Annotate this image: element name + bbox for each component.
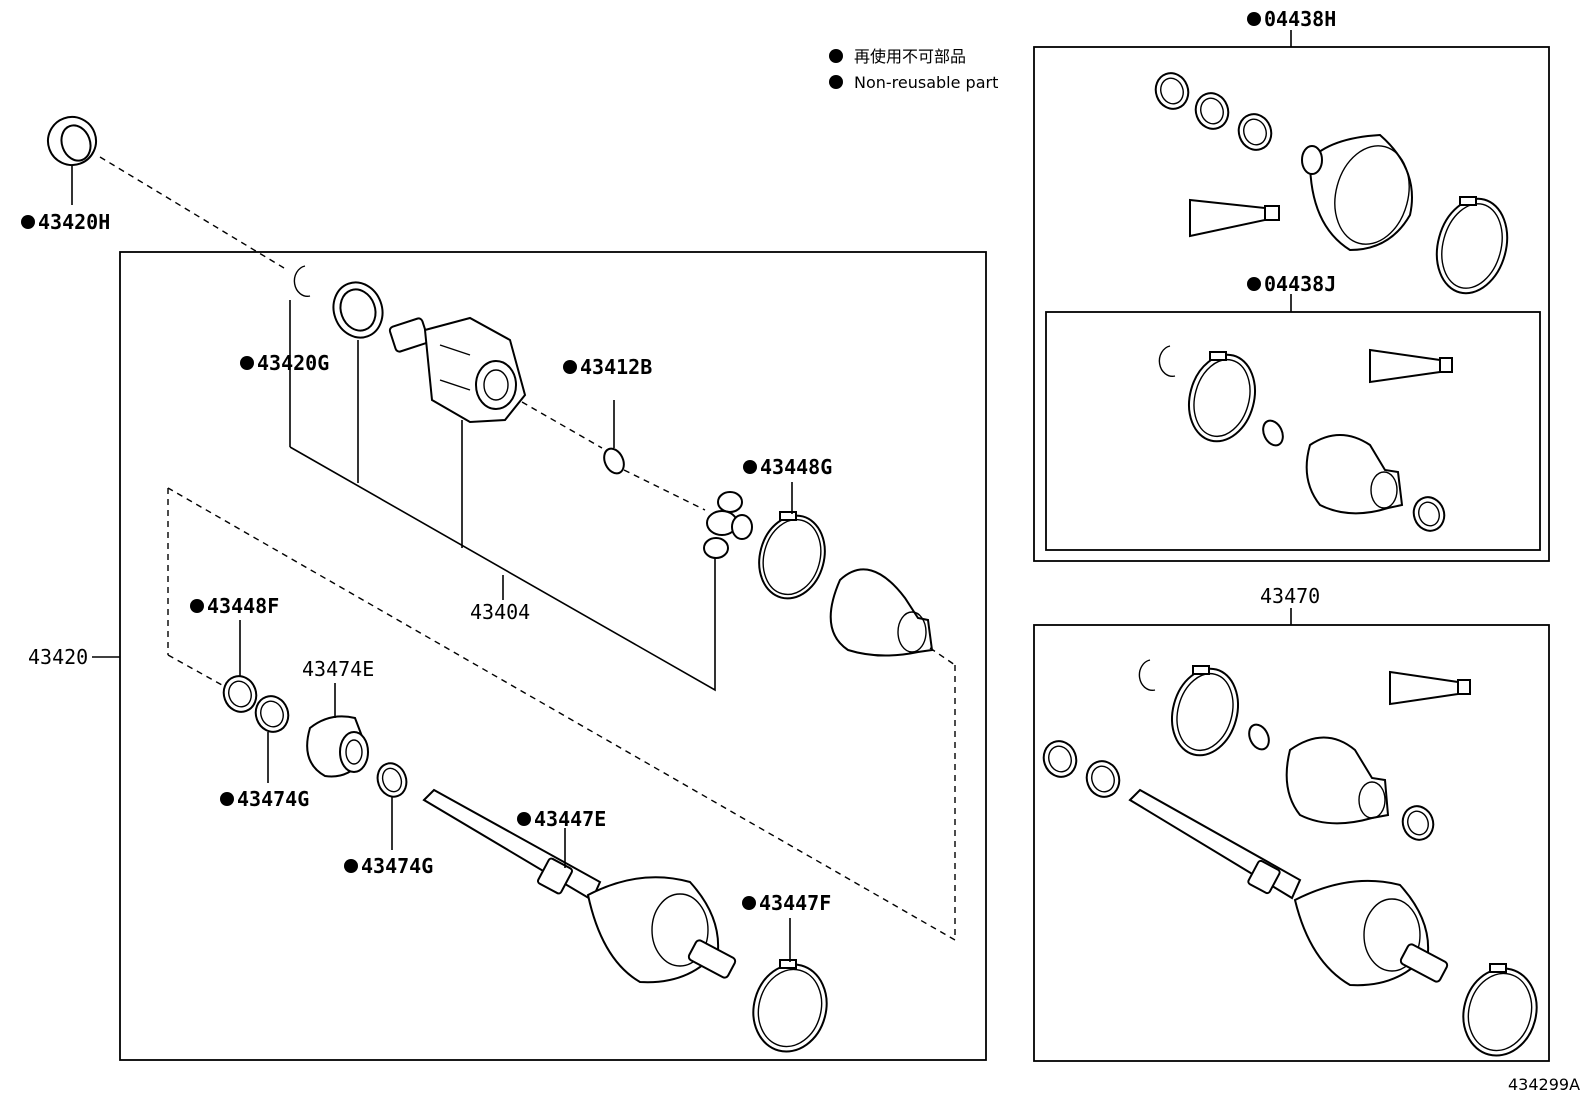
label-43420: 43420 — [28, 645, 88, 669]
filled-circle-icon — [21, 215, 35, 229]
filled-circle-icon — [742, 896, 756, 910]
part-43474G-b: 43474G — [344, 762, 433, 878]
label-04438J: 04438J — [1264, 272, 1336, 296]
label-43474E: 43474E — [302, 657, 374, 681]
label-43420G: 43420G — [257, 351, 329, 375]
drive-shaft-outboard-joint: 43447E — [422, 788, 737, 984]
label-43448G: 43448G — [760, 455, 832, 479]
part-43474G-a: 43474G — [220, 695, 309, 811]
inboard-joint-housing — [388, 316, 603, 548]
label-43474G-b: 43474G — [361, 854, 433, 878]
filled-circle-icon — [240, 356, 254, 370]
label-43412B: 43412B — [580, 355, 652, 379]
legend-jp: 再使用不可部品 — [854, 47, 966, 66]
figure-reference: 434299A — [1508, 1075, 1580, 1094]
part-43447F: 43447F — [742, 891, 831, 1053]
filled-circle-icon — [743, 460, 757, 474]
kit-04438J: 04438J — [1045, 272, 1541, 551]
part-43448F: 43448F — [190, 594, 279, 713]
label-43448F: 43448F — [207, 594, 279, 618]
part-43420: 43420 — [28, 645, 120, 669]
label-04438H: 04438H — [1264, 7, 1336, 31]
kit-04438H: 04438H — [1033, 7, 1550, 562]
label-43447E: 43447E — [534, 807, 606, 831]
tripod-joint — [703, 491, 753, 559]
filled-circle-icon — [220, 792, 234, 806]
label-43447F: 43447F — [759, 891, 831, 915]
legend-en: Non-reusable part — [854, 73, 998, 92]
part-43448G: 43448G — [743, 455, 832, 600]
part-43474E: 43474E — [302, 657, 374, 778]
part-43404-leader: 43404 — [289, 446, 716, 692]
label-43474G-a: 43474G — [237, 787, 309, 811]
label-43470: 43470 — [1260, 584, 1320, 608]
filled-circle-icon — [517, 812, 531, 826]
filled-circle-icon — [344, 859, 358, 873]
filled-circle-icon — [190, 599, 204, 613]
inboard-boot — [167, 487, 956, 941]
legend: 再使用不可部品 Non-reusable part — [829, 47, 998, 92]
part-43420H: 43420H — [21, 116, 285, 269]
filled-circle-icon — [829, 49, 843, 63]
part-43420G: 43420G — [240, 265, 329, 447]
label-43420H: 43420H — [38, 210, 110, 234]
dust-seal — [332, 281, 384, 483]
main-assembly-box — [119, 251, 987, 1061]
filled-circle-icon — [829, 75, 843, 89]
filled-circle-icon — [1247, 277, 1261, 291]
label-43404: 43404 — [470, 600, 530, 624]
filled-circle-icon — [563, 360, 577, 374]
filled-circle-icon — [1247, 12, 1261, 26]
part-43412B: 43412B — [563, 355, 706, 511]
kit-43470: 43470 — [1033, 584, 1550, 1062]
